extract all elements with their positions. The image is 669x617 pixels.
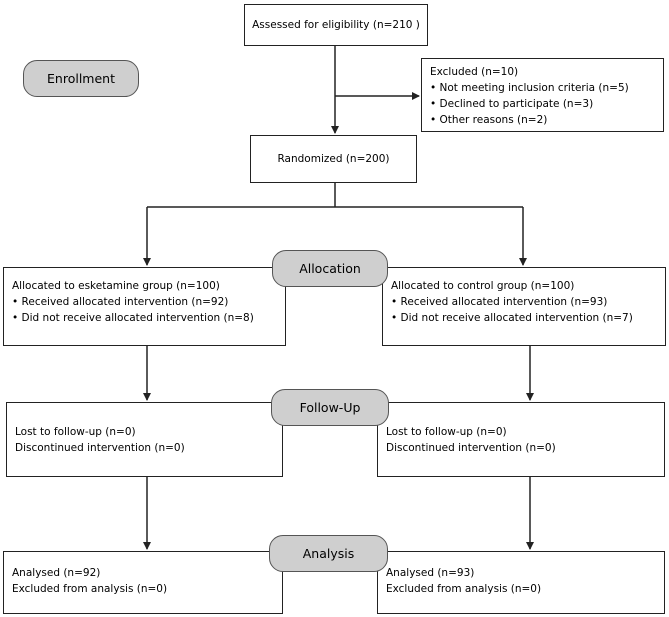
allocation-left-box: Allocated to esketamine group (n=100) • …: [3, 267, 286, 346]
allocation-left-title: Allocated to esketamine group (n=100): [12, 280, 220, 292]
allocation-right-item: • Received allocated intervention (n=93): [391, 296, 608, 308]
followup-left-discontinued: Discontinued intervention (n=0): [15, 442, 185, 454]
stage-allocation: Allocation: [272, 250, 388, 287]
allocation-left-item: • Received allocated intervention (n=92): [12, 296, 229, 308]
assessed-text: Assessed for eligibility (n=210 ): [252, 19, 420, 31]
followup-left-box: Lost to follow-up (n=0) Discontinued int…: [6, 402, 283, 477]
analysis-right-box: Analysed (n=93) Excluded from analysis (…: [377, 551, 665, 614]
excluded-box: Excluded (n=10) • Not meeting inclusion …: [421, 58, 664, 132]
allocation-right-item: • Did not receive allocated intervention…: [391, 312, 633, 324]
allocation-right-title: Allocated to control group (n=100): [391, 280, 575, 292]
analysis-left-box: Analysed (n=92) Excluded from analysis (…: [3, 551, 283, 614]
excluded-item: • Declined to participate (n=3): [430, 98, 594, 110]
excluded-item: • Other reasons (n=2): [430, 114, 548, 126]
stage-allocation-label: Allocation: [299, 261, 361, 276]
excluded-title: Excluded (n=10): [430, 66, 519, 78]
followup-right-box: Lost to follow-up (n=0) Discontinued int…: [377, 402, 665, 477]
followup-left-lost: Lost to follow-up (n=0): [15, 426, 136, 438]
stage-analysis: Analysis: [269, 535, 388, 572]
followup-right-discontinued: Discontinued intervention (n=0): [386, 442, 556, 454]
stage-enrollment: Enrollment: [23, 60, 139, 97]
stage-enrollment-label: Enrollment: [47, 71, 115, 86]
randomized-box: Randomized (n=200): [250, 135, 417, 183]
allocation-right-box: Allocated to control group (n=100) • Rec…: [382, 267, 666, 346]
stage-followup-label: Follow-Up: [299, 400, 361, 415]
randomized-text: Randomized (n=200): [277, 153, 390, 165]
stage-analysis-label: Analysis: [302, 546, 355, 561]
followup-right-lost: Lost to follow-up (n=0): [386, 426, 507, 438]
stage-followup: Follow-Up: [271, 389, 389, 426]
analysis-right-excluded: Excluded from analysis (n=0): [386, 583, 542, 595]
assessed-box: Assessed for eligibility (n=210 ): [244, 4, 428, 46]
analysis-left-analysed: Analysed (n=92): [12, 567, 101, 579]
analysis-left-excluded: Excluded from analysis (n=0): [12, 583, 168, 595]
allocation-left-item: • Did not receive allocated intervention…: [12, 312, 254, 324]
excluded-item: • Not meeting inclusion criteria (n=5): [430, 82, 629, 94]
analysis-right-analysed: Analysed (n=93): [386, 567, 475, 579]
